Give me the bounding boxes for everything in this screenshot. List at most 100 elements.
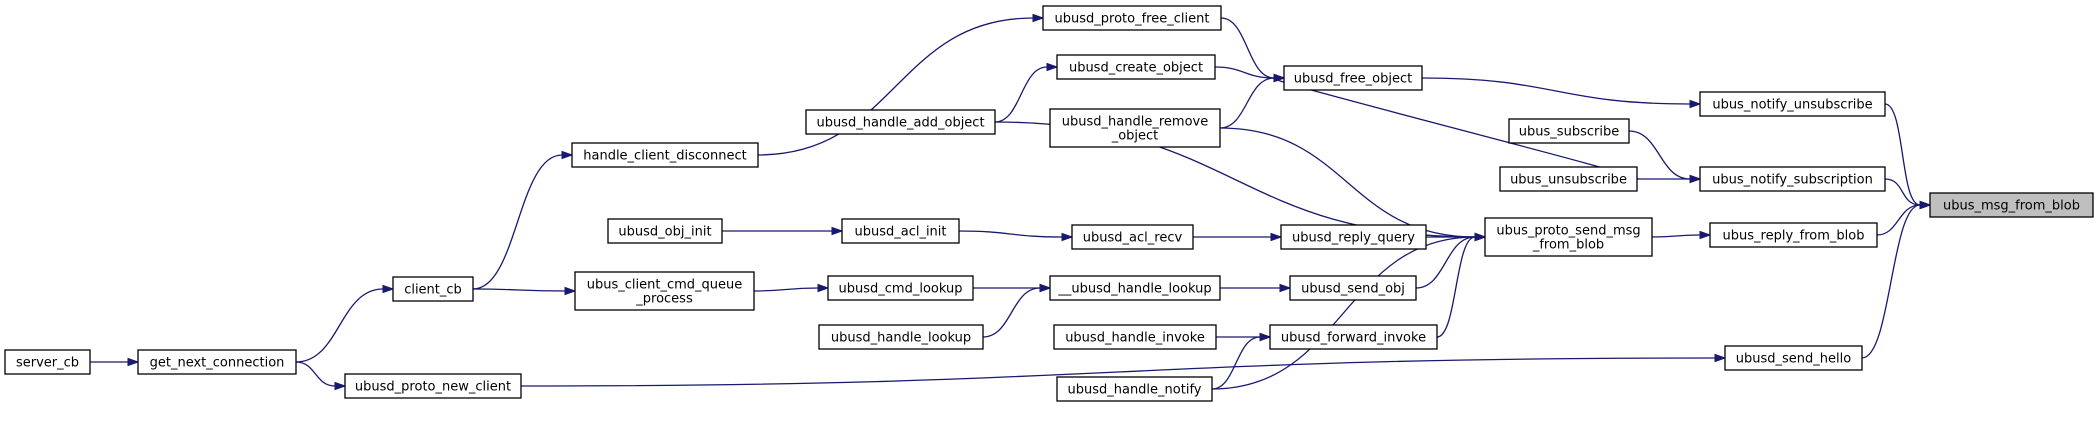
node-label: ubus_msg_from_blob [1943,199,2080,214]
node-handle-client-disconnect[interactable]: handle_client_disconnect [571,142,759,168]
node-box [344,373,522,399]
node-ubus-subscribe[interactable]: ubus_subscribe [1508,118,1630,144]
node-label: ubusd_handle_remove [1062,115,1208,130]
node-box [1280,224,1427,250]
node-ubusd-handle-add-object[interactable]: ubusd_handle_add_object [805,109,996,135]
edge-get-next-connection-to-client-cb [295,284,395,363]
edge-line [1220,17,1275,79]
node-get-next-connection[interactable]: get_next_connection [137,349,297,375]
node-label: ubusd_cmd_lookup [839,282,963,297]
edge-line [1861,204,1921,359]
node-ubusd-acl-init[interactable]: ubusd_acl_init [841,218,960,244]
node-box [1056,54,1216,80]
node-box [1699,166,1886,192]
node-label: ubusd_acl_init [854,225,946,240]
node-box [1049,108,1221,148]
edge-ubusd-handle-add-object-to-ubusd-create-object [994,62,1059,123]
edge-get-next-connection-to-ubusd-proto-new-client [295,361,347,391]
node-box [4,349,91,375]
node-ubusd-proto-free-client[interactable]: ubusd_proto_free_client [1042,5,1222,31]
node-ubusd-handle-lookup[interactable]: ubusd_handle_lookup [818,324,984,350]
edge-ubusd-handle-notify-to-ubusd-forward-invoke [1211,332,1272,390]
edge-ubusd-handle-lookup-to-ubusd-handle-lookup [982,283,1052,338]
node-ubus-msg-from-blob[interactable]: ubus_msg_from_blob [1929,192,2094,218]
node-ubusd-proto-new-client[interactable]: ubusd_proto_new_client [344,373,522,399]
edge-line [1219,127,1476,238]
node-box [1289,275,1417,301]
edge-ubusd-obj-init-to-ubusd-acl-init [722,226,844,236]
node-ubusd-obj-init[interactable]: ubusd_obj_init [607,218,723,244]
node-ubusd-send-obj[interactable]: ubusd_send_obj [1289,275,1417,301]
node-box [1042,5,1222,31]
edge-client-cb-to-handle-client-disconnect [472,150,574,290]
node-box [805,109,996,135]
node-ubusd-handle-invoke[interactable]: ubusd_handle_invoke [1053,324,1217,350]
node-box [392,276,474,302]
edge-line [958,230,1063,238]
node-box [818,324,984,350]
node-label: ubusd_proto_free_client [1055,12,1210,27]
node-ubus-proto-send-msg-from-blob[interactable]: ubus_proto_send_msg_from_blob [1484,217,1653,257]
node-ubusd-send-hello[interactable]: ubusd_send_hello [1724,345,1863,371]
node-label: client_cb [404,283,462,298]
node-label: ubusd_create_object [1069,61,1203,76]
edge-line [982,287,1041,338]
edge-line [1211,336,1261,390]
node-box [607,218,723,244]
arrowhead [1279,283,1292,293]
node-label: ubusd_free_object [1294,72,1412,87]
node-ubus-unsubscribe[interactable]: ubus_unsubscribe [1499,166,1638,192]
node-ubusd-forward-invoke[interactable]: ubusd_forward_invoke [1269,324,1438,350]
node-ubus-reply-from-blob[interactable]: ubus_reply_from_blob [1709,222,1878,248]
node-ubus-notify-subscription[interactable]: ubus_notify_subscription [1699,166,1886,192]
edge-line [1214,66,1275,79]
node-ubusd-create-object[interactable]: ubusd_create_object [1056,54,1216,80]
node-label: _from_blob [1532,238,1604,253]
edge-ubus-client-cmd-queue-process-to-ubusd-cmd-lookup [753,283,830,293]
arrowhead [561,150,574,160]
arrowhead [564,286,577,296]
arrowhead [382,284,395,294]
edge-line [753,287,819,292]
node-label: ubusd_forward_invoke [1281,331,1426,346]
node-label: ubusd_handle_add_object [816,116,984,131]
arrowhead [1699,230,1712,240]
node-ubusd-acl-recv[interactable]: ubusd_acl_recv [1071,224,1194,250]
node-ubusd-cmd-lookup[interactable]: ubusd_cmd_lookup [827,275,974,301]
node-label: ubus_notify_unsubscribe [1712,98,1872,113]
edge-ubusd-forward-invoke-to-ubus-proto-send-msg-from-blob [1436,232,1487,338]
node-box [1724,345,1863,371]
edge-line [472,288,566,292]
arrowhead [817,283,830,293]
edge-ubusd-handle-lookup-to-ubusd-send-obj [1220,283,1292,293]
edge-ubus-unsubscribe-to-ubus-notify-subscription [1637,174,1702,184]
edge-ubusd-handle-remove-object-to-ubusd-free-object [1219,73,1286,129]
node-label: get_next_connection [150,356,285,371]
node-client-cb[interactable]: client_cb [392,276,474,302]
node-ubus-notify-unsubscribe[interactable]: ubus_notify_unsubscribe [1699,91,1886,117]
node-ubus-client-cmd-queue-process[interactable]: ubus_client_cmd_queue_process [574,271,755,311]
node-label: server_cb [16,356,79,371]
edge-ubusd-send-hello-to-ubus-msg-from-blob [1861,200,1932,359]
arrowhead [831,226,844,236]
edge-ubusd-free-object-to-ubus-notify-unsubscribe [1421,77,1702,109]
node-box [1508,118,1630,144]
node-label: ubus_notify_subscription [1712,173,1873,188]
node-ubusd-free-object[interactable]: ubusd_free_object [1283,65,1423,91]
node-ubusd-reply-query[interactable]: ubusd_reply_query [1280,224,1427,250]
node-ubusd-handle-remove-object[interactable]: ubusd_handle_remove_object [1049,108,1221,148]
edge-ubusd-acl-recv-to-ubusd-reply-query [1193,232,1283,242]
node-ubusd-handle-lookup[interactable]: __ubusd_handle_lookup [1049,275,1221,301]
edge-line [1421,77,1691,105]
edge-ubusd-handle-notify-to-ubus-proto-send-msg-from-blob [1211,232,1487,390]
node-box [1053,324,1217,350]
edge-line [1884,103,1921,206]
node-ubusd-handle-notify[interactable]: ubusd_handle_notify [1056,376,1213,402]
edge-line [1628,130,1691,180]
node-server-cb[interactable]: server_cb [4,349,91,375]
node-label: ubusd_send_hello [1736,352,1851,367]
arrowhead [1061,232,1074,242]
edge-line [1884,178,1921,206]
